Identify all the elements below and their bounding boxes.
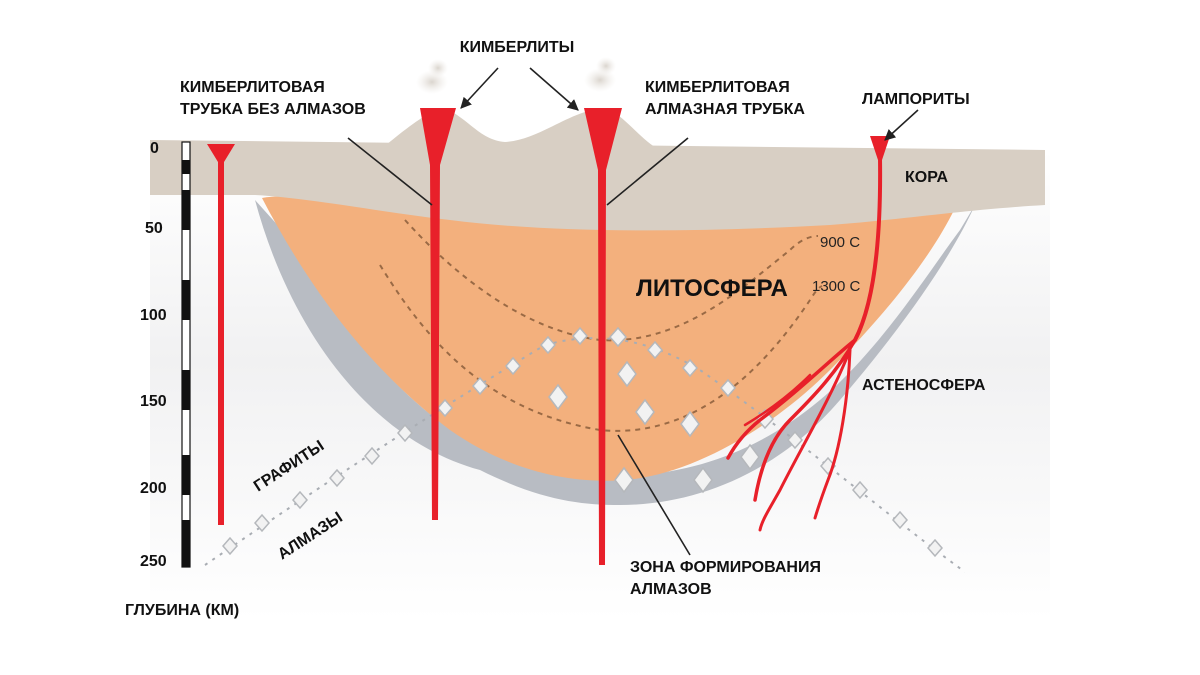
label-asthenosphere: АСТЕНОСФЕРА: [862, 377, 986, 394]
crust-band: [150, 140, 1045, 231]
label-isotherm-900: 900 С: [820, 234, 860, 251]
label-pipe-diamonds-line1: КИМБЕРЛИТОВАЯ: [645, 79, 790, 96]
label-lamproites: ЛАМПОРИТЫ: [862, 91, 970, 108]
barren-pipe-left: [207, 144, 235, 525]
depth-tick-100: 100: [140, 307, 167, 324]
label-pipe-diamonds-line2: АЛМАЗНАЯ ТРУБКА: [645, 101, 805, 118]
label-crust: КОРА: [905, 169, 948, 186]
label-formation-zone-line2: АЛМАЗОВ: [630, 581, 712, 598]
smoke-puff-left-top: [428, 59, 448, 77]
depth-tick-50: 50: [145, 220, 163, 237]
lamproite-arrow: [884, 109, 919, 141]
kimberlite-pipe-barren: [420, 108, 456, 520]
label-formation-zone-line1: ЗОНА ФОРМИРОВАНИЯ: [630, 559, 821, 576]
depth-scale-bar: [181, 141, 191, 568]
kimberlites-arrow-right: [529, 67, 579, 111]
label-kimberlites: КИМБЕРЛИТЫ: [460, 39, 575, 56]
depth-tick-250: 250: [140, 553, 167, 570]
depth-tick-0: 0: [150, 140, 159, 157]
lamproite-pipe: [726, 136, 890, 532]
kimberlites-arrow-left: [460, 67, 499, 109]
kimberlite-pipe-diamond: [584, 108, 622, 565]
barren-pipe-callout: [347, 137, 433, 206]
label-depth-title: ГЛУБИНА (КМ): [125, 602, 239, 619]
label-pipe-no-diamonds-line2: ТРУБКА БЕЗ АЛМАЗОВ: [180, 101, 366, 118]
label-lithosphere: ЛИТОСФЕРА: [636, 275, 788, 302]
depth-tick-150: 150: [140, 393, 167, 410]
formation-zone-callout: [617, 434, 691, 556]
label-isotherm-1300: 1300 С: [812, 278, 861, 295]
isotherm-900-line: [404, 219, 819, 342]
smoke-puff-right-top: [596, 57, 616, 75]
depth-tick-200: 200: [140, 480, 167, 497]
diamond-pipe-callout: [606, 137, 689, 206]
label-pipe-no-diamonds-line1: КИМБЕРЛИТОВАЯ: [180, 79, 325, 96]
isotherm-1300-line: [379, 264, 823, 432]
callout-lines: [347, 67, 919, 556]
